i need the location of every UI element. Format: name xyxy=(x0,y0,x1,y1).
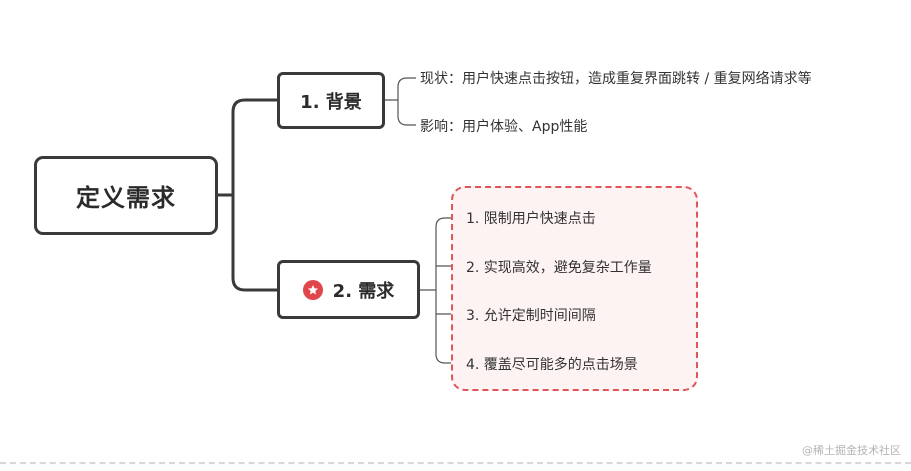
requirement-item-4[interactable]: 4. 覆盖尽可能多的点击场景 xyxy=(466,357,638,373)
star-icon xyxy=(302,279,323,300)
background-item-status[interactable]: 现状：用户快速点击按钮，造成重复界面跳转 / 重复网络请求等 xyxy=(420,71,812,87)
root-node[interactable]: 定义需求 xyxy=(34,156,218,235)
branch-background-label: 1. 背景 xyxy=(300,91,362,113)
bottom-divider xyxy=(0,462,911,464)
watermark: @稀土掘金技术社区 xyxy=(802,444,901,457)
requirement-item-1[interactable]: 1. 限制用户快速点击 xyxy=(466,211,596,227)
branch-requirements-label: 2. 需求 xyxy=(332,280,395,302)
branch-background[interactable]: 1. 背景 xyxy=(277,72,385,129)
branch-requirements[interactable]: 2. 需求 xyxy=(277,260,420,319)
background-item-impact[interactable]: 影响：用户体验、App性能 xyxy=(420,119,588,135)
requirement-item-2[interactable]: 2. 实现高效，避免复杂工作量 xyxy=(466,260,652,276)
requirements-highlight-box xyxy=(451,186,698,391)
connector-root-branches xyxy=(216,98,279,292)
root-label: 定义需求 xyxy=(76,184,176,212)
connector-background-leaves xyxy=(385,77,416,126)
connector-requirements-leaves xyxy=(420,217,460,364)
requirement-item-3[interactable]: 3. 允许定制时间间隔 xyxy=(466,308,596,324)
